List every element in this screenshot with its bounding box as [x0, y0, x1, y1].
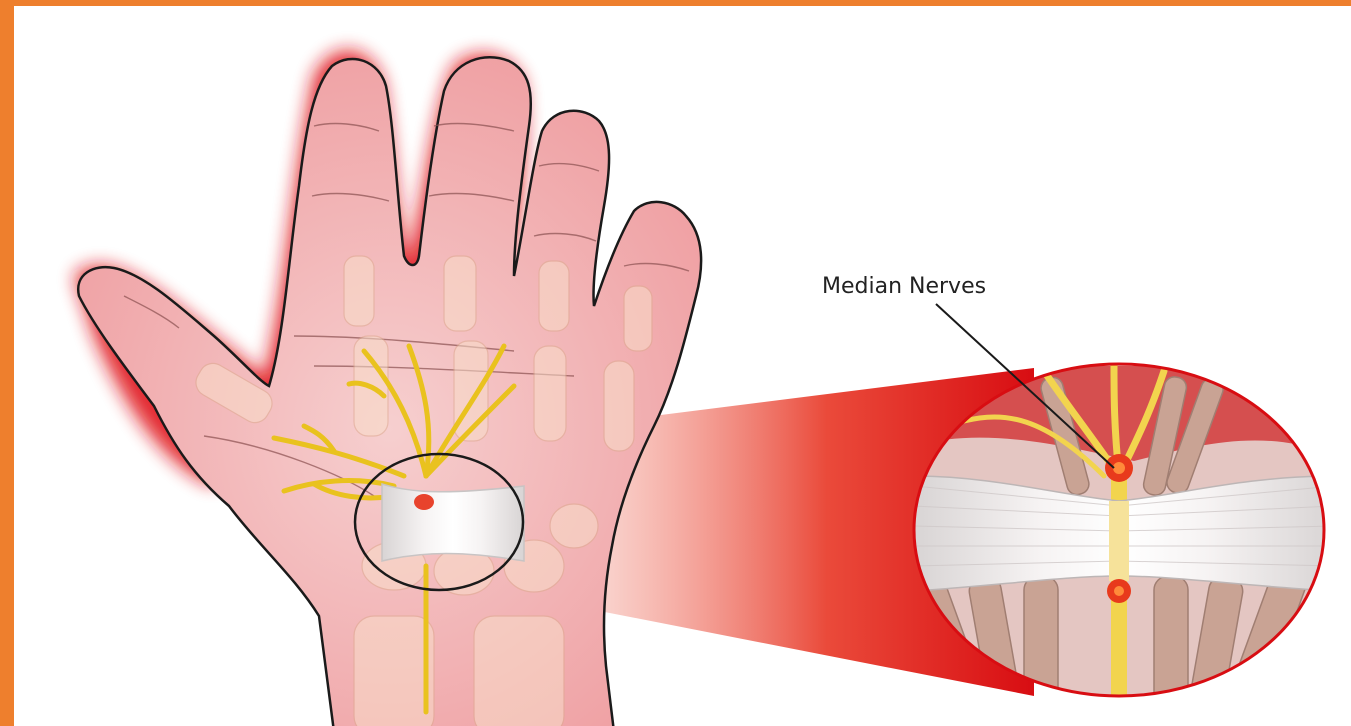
transverse-carpal-ligament — [382, 484, 524, 561]
carpal-tunnel-illustration — [14, 6, 1351, 726]
hand-illustration — [78, 57, 701, 726]
median-nerves-label: Median Nerves — [822, 274, 986, 299]
compression-point — [414, 494, 434, 510]
